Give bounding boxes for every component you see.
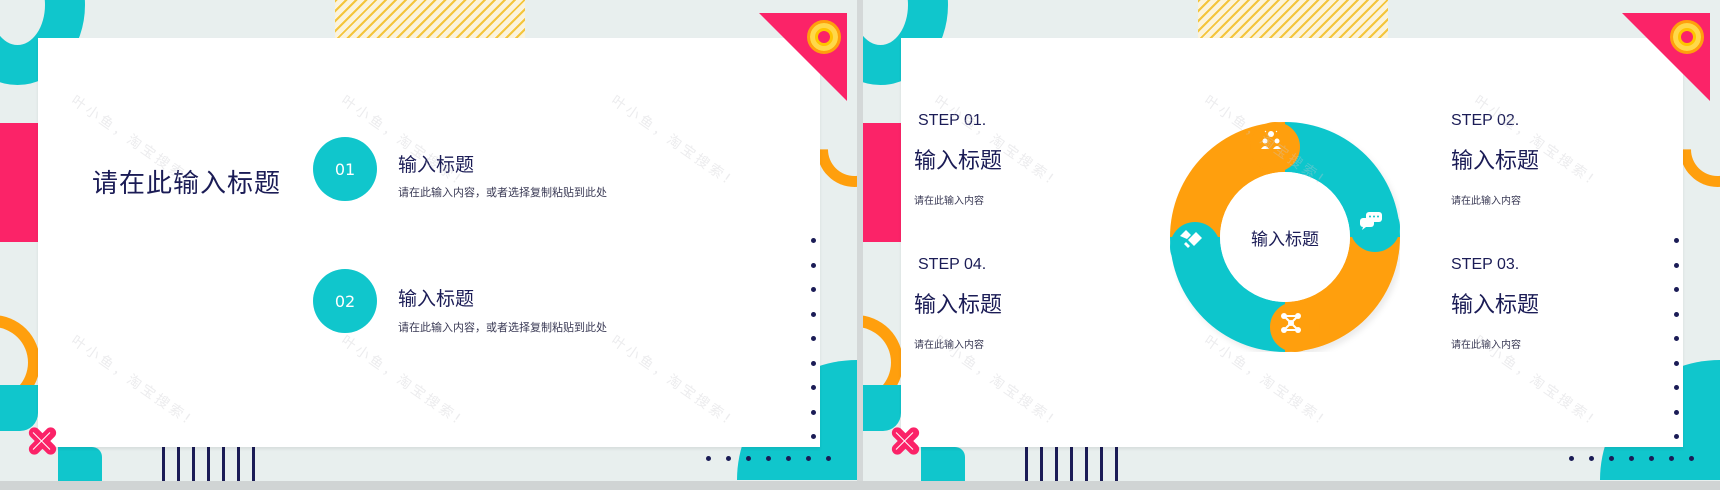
teal-block-decoration (0, 385, 38, 431)
step-desc-03[interactable]: 请在此输入内容 (1451, 340, 1521, 351)
step-desc-04[interactable]: 请在此输入内容 (914, 340, 984, 351)
number-badge-02: 02 (313, 269, 377, 333)
ring-svg (1170, 122, 1400, 352)
cycle-ring-diagram: 输入标题 (1170, 122, 1400, 352)
vertical-lines-decoration (1025, 447, 1118, 481)
item-desc-01[interactable]: 请在此输入内容，或者选择复制粘贴到此处 (398, 186, 607, 199)
yellow-ring-icon (1670, 20, 1704, 54)
handshake-icon (1180, 230, 1210, 260)
ring-center-title[interactable]: 输入标题 (1251, 229, 1319, 250)
vertical-lines-decoration (162, 447, 255, 481)
item-title-01[interactable]: 输入标题 (398, 154, 475, 176)
teal-blob-decoration (921, 447, 965, 481)
slide-2[interactable]: STEP 01. 输入标题 请在此输入内容 STEP 04. 输入标题 请在此输… (863, 0, 1720, 481)
close-x-icon (26, 425, 58, 457)
number-badge-01: 01 (313, 137, 377, 201)
slide-1[interactable]: 请在此输入标题 01 输入标题 请在此输入内容，或者选择复制粘贴到此处 02 输… (0, 0, 857, 481)
teal-blob-decoration (58, 447, 102, 481)
item-desc-02[interactable]: 请在此输入内容，或者选择复制粘贴到此处 (398, 321, 607, 334)
yellow-ring-icon (807, 20, 841, 54)
dots-vertical-decoration (1674, 238, 1679, 459)
dots-vertical-decoration (811, 238, 816, 459)
step-label-04: STEP 04. (918, 256, 987, 273)
team-idea-icon (1260, 130, 1290, 160)
slide-title[interactable]: 请在此输入标题 (92, 169, 282, 199)
step-label-01: STEP 01. (918, 112, 987, 129)
step-label-02: STEP 02. (1451, 112, 1520, 129)
dots-horizontal-decoration (706, 456, 831, 461)
chat-bubbles-icon (1360, 212, 1390, 242)
network-icon (1280, 312, 1310, 342)
step-title-03[interactable]: 输入标题 (1451, 293, 1540, 318)
teal-block-decoration (863, 385, 901, 431)
step-title-04[interactable]: 输入标题 (914, 293, 1003, 318)
pink-bar-decoration (0, 123, 38, 242)
close-x-icon (889, 425, 921, 457)
step-desc-02[interactable]: 请在此输入内容 (1451, 196, 1521, 207)
hatched-block-decoration (335, 0, 525, 38)
item-title-02[interactable]: 输入标题 (398, 288, 475, 310)
step-title-02[interactable]: 输入标题 (1451, 149, 1540, 174)
dots-horizontal-decoration (1569, 456, 1694, 461)
step-title-01[interactable]: 输入标题 (914, 149, 1003, 174)
pink-bar-decoration (863, 123, 901, 242)
step-desc-01[interactable]: 请在此输入内容 (914, 196, 984, 207)
step-label-03: STEP 03. (1451, 256, 1520, 273)
hatched-block-decoration (1198, 0, 1388, 38)
slide-gutter (857, 0, 863, 490)
content-card (38, 38, 820, 447)
bottom-strip (0, 481, 1720, 490)
